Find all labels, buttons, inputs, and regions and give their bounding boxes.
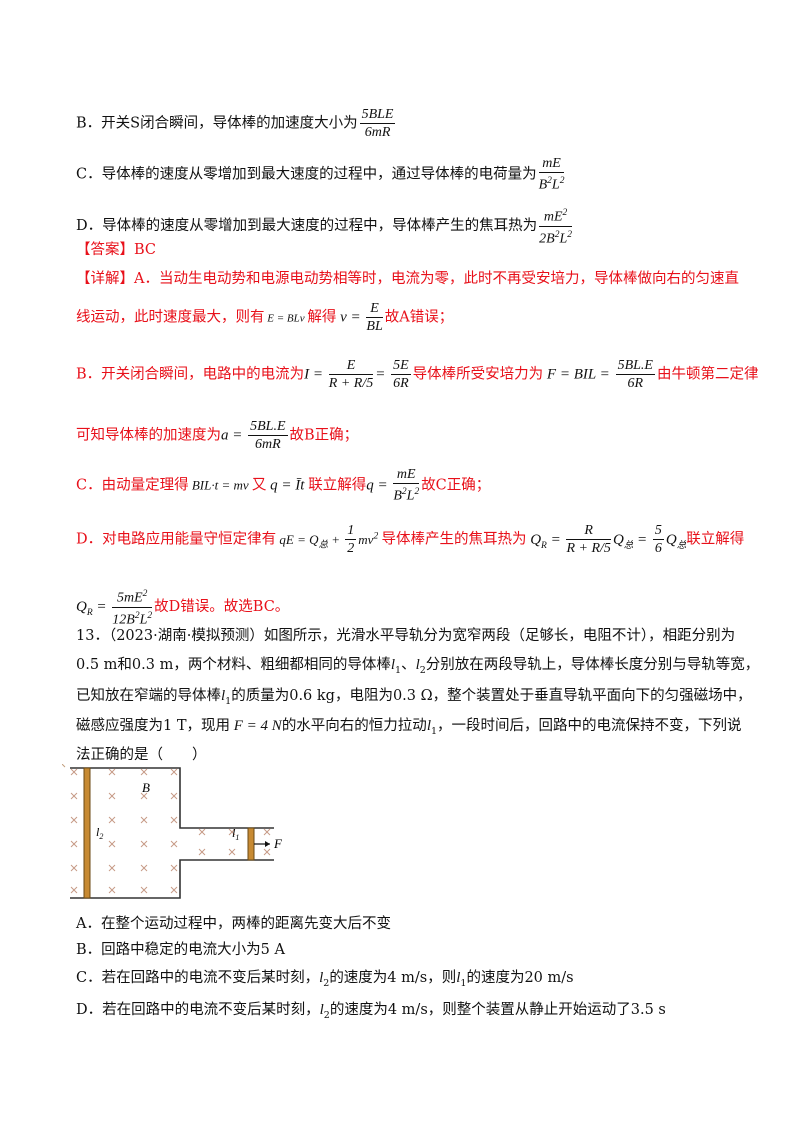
q13-line4: 磁感应强度为1 T，现用 F = 4 N的水平向右的恒力拉动l1，一段时间后，回… — [76, 718, 742, 737]
field-x-mark — [140, 886, 148, 894]
field-x-mark — [140, 768, 148, 776]
field-x-mark — [263, 848, 271, 856]
option-b: B．回路中稳定的电流大小为5 A — [76, 942, 285, 958]
field-x-mark — [108, 864, 116, 872]
field-x-mark — [170, 864, 178, 872]
field-x-mark — [140, 840, 148, 848]
field-x-mark — [198, 828, 206, 836]
field-x-mark — [140, 864, 148, 872]
rod-l1 — [247, 827, 255, 861]
q13-line5: 法正确的是（ ） — [76, 747, 207, 763]
field-x-mark — [170, 768, 178, 776]
option-c: C．若在回路中的电流不变后某时刻，l2的速度为4 m/s，则l1的速度为20 m… — [76, 970, 574, 989]
rail-diagram: B l2 l1 F — [62, 764, 283, 899]
field-x-mark — [170, 840, 178, 848]
field-x-mark — [228, 828, 236, 836]
field-x-mark — [170, 792, 178, 800]
magnetic-field-crosses — [62, 764, 66, 768]
rail-outline — [70, 767, 274, 899]
field-x-mark — [108, 768, 116, 776]
label-b: B — [142, 780, 150, 795]
detail-a-line1: 【详解】A．当动生电动势和电源电动势相等时，电流为零，此时不再受安培力，导体棒做… — [76, 271, 739, 287]
field-x-mark — [108, 840, 116, 848]
option-d: D．若在回路中的电流不变后某时刻，l2的速度为4 m/s，则整个装置从静止开始运… — [76, 1002, 666, 1021]
field-x-mark — [170, 816, 178, 824]
field-x-marks — [70, 768, 271, 894]
field-x-mark — [108, 792, 116, 800]
field-x-mark — [70, 840, 78, 848]
rod-l2 — [83, 767, 91, 899]
option-a: A．在整个运动过程中，两棒的距离先变大后不变 — [76, 916, 391, 932]
q13-line1: 13．（2023·湖南·模拟预测）如图所示，光滑水平导轨分为宽窄两段（足够长，电… — [76, 628, 736, 644]
field-x-mark — [228, 848, 236, 856]
field-x-mark — [70, 864, 78, 872]
label-l2: l2 — [96, 825, 103, 841]
arrow-head-icon — [265, 841, 270, 847]
answer: 【答案】BC — [76, 242, 157, 258]
field-x-mark — [108, 816, 116, 824]
field-x-mark — [263, 828, 271, 836]
field-x-mark — [140, 792, 148, 800]
field-x-mark — [70, 816, 78, 824]
field-x-mark — [198, 848, 206, 856]
field-x-mark — [70, 768, 78, 776]
label-l1: l1 — [232, 826, 239, 842]
q13-line2: 0.5 m和0.3 m，两个材料、粗细都相同的导体棒l1、l2分别放在两段导轨上… — [76, 657, 760, 676]
field-x-mark — [170, 886, 178, 894]
field-x-mark — [70, 792, 78, 800]
field-x-mark — [140, 816, 148, 824]
field-x-mark — [108, 886, 116, 894]
q13-line3: 已知放在窄端的导体棒l1的质量为0.6 kg，电阻为0.3 Ω，整个装置处于垂直… — [76, 688, 752, 707]
field-x-mark — [70, 886, 78, 894]
label-f: F — [273, 836, 283, 851]
